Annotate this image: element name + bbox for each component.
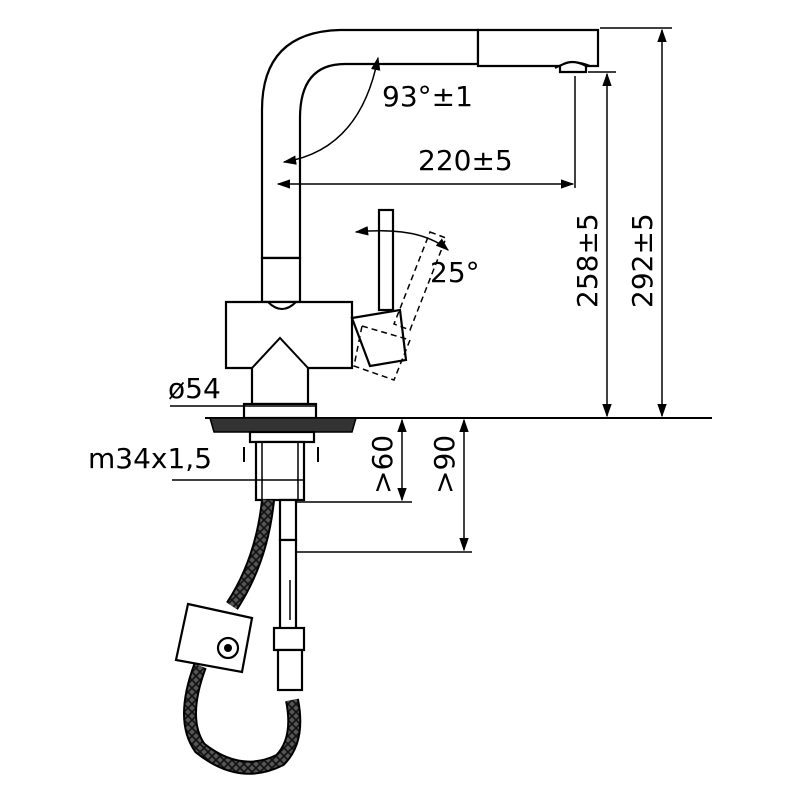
label-angle-spout: 93°±1	[382, 80, 473, 113]
dim-height-total: 292±5	[600, 27, 672, 418]
dim-reach: 220±5	[276, 76, 576, 189]
label-base-diameter: ø54	[168, 372, 221, 405]
dim-height-spout: 258±5	[571, 71, 616, 418]
label-height-spout: 258±5	[571, 213, 604, 308]
label-reach: 220±5	[418, 144, 513, 177]
dim-thread: m34x1,5	[88, 442, 304, 481]
dim-depth-min-2: >90	[296, 418, 472, 553]
base-flange	[209, 402, 357, 462]
label-depth-min-2: >90	[428, 435, 461, 494]
dim-angle-spout: 93°±1	[282, 56, 473, 165]
spout	[260, 28, 600, 260]
dim-angle-lever: 25°	[354, 226, 480, 289]
label-thread: m34x1,5	[88, 442, 212, 475]
label-angle-lever: 25°	[430, 256, 480, 289]
dim-base-diameter: ø54	[168, 372, 316, 407]
label-height-total: 292±5	[626, 213, 659, 308]
dim-depth-min-1: >60	[296, 418, 412, 503]
label-depth-min-1: >60	[366, 435, 399, 494]
shank	[254, 440, 306, 692]
faucet-body	[224, 256, 354, 406]
pullout-hose	[174, 499, 302, 775]
lever-handle	[350, 208, 447, 381]
